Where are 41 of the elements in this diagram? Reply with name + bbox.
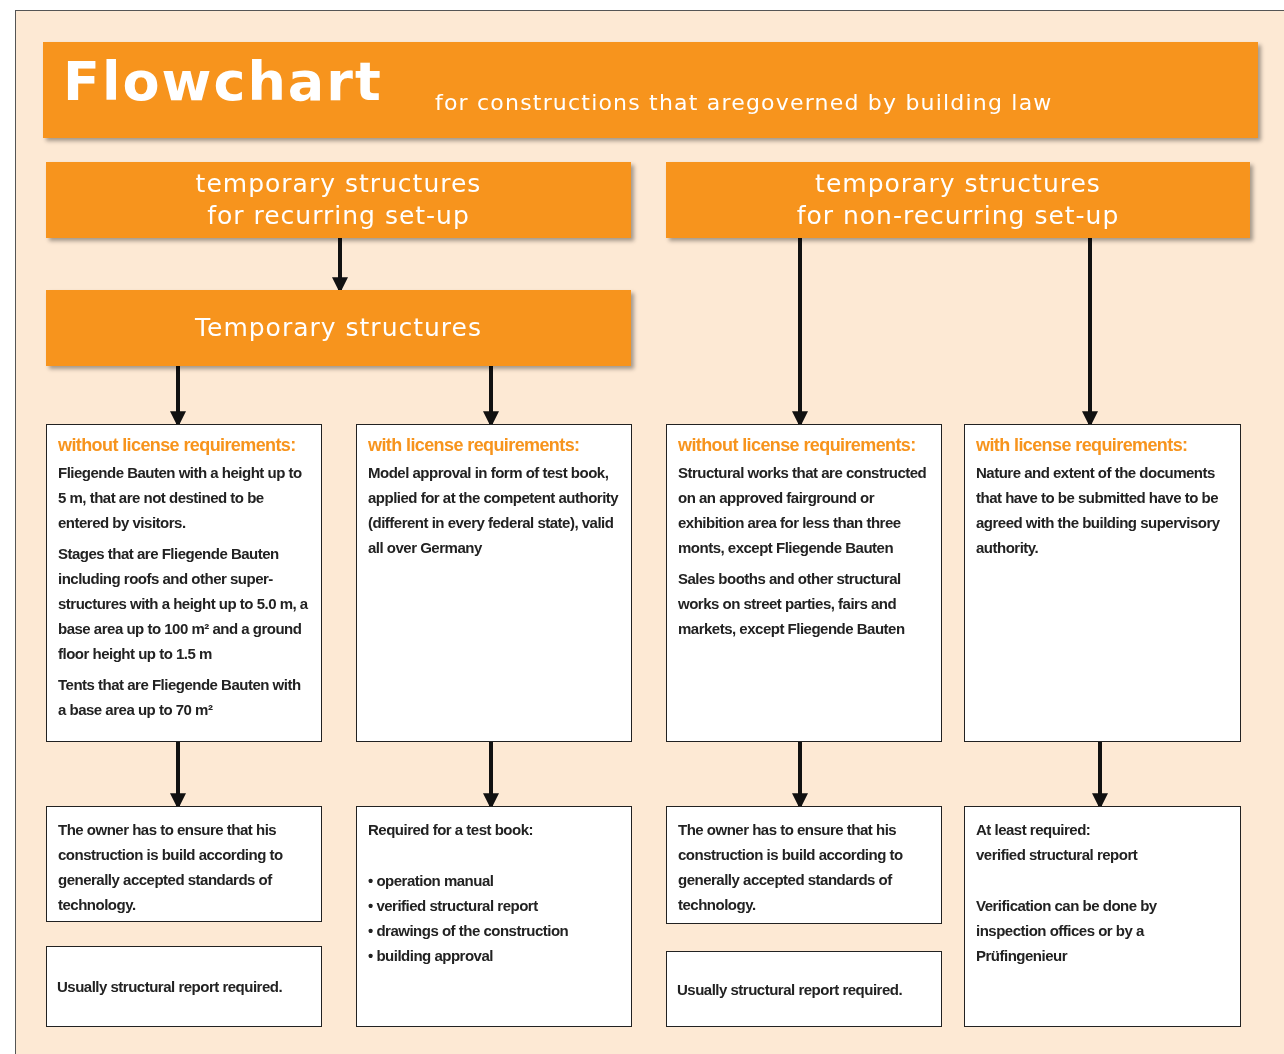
banner-text: temporary structures for non-recurring set-up — [795, 168, 1121, 232]
box-text: Usually structural report required. — [57, 977, 284, 997]
box-text: • verified structural report — [368, 896, 539, 916]
box-text: • drawings of the construction — [368, 921, 570, 941]
note-box — [666, 951, 942, 1027]
subtitle: for constructions that aregoverned by building law — [435, 90, 1053, 115]
box-heading: without license requirements: — [58, 435, 297, 456]
box-text: Nature and extent of the documents that have to be submitted have to be agreed with the building supervisory authority. — [976, 463, 1221, 558]
note-box — [46, 946, 322, 1027]
box-text: verified structural report — [976, 845, 1139, 865]
box-text: The owner has to ensure that his construction is build according to generally accepted standards of technology. — [678, 820, 904, 915]
box-text: The owner has to ensure that his construction is build according to generally accepted standards of technology. — [58, 820, 284, 915]
requirement-note-box — [964, 806, 1241, 1027]
box-text: Required for a test book: — [368, 820, 535, 840]
requirement-box — [46, 424, 322, 742]
banner-text: Temporary structures — [194, 312, 483, 344]
banner-text: temporary structures for recurring set-up — [194, 168, 483, 232]
box-heading: with license requirements: — [976, 435, 1189, 456]
box-text: Structural works that are constructed on an approved fairground or exhibition area for less than three monts, except Fliegende Bauten — [678, 463, 928, 558]
box-text: Tents that are Fliegende Bauten with a base area up to 70 m² — [58, 675, 302, 720]
requirement-box — [964, 424, 1241, 742]
box-text: Verification can be done by inspection offices or by a Prüfingenieur — [976, 896, 1158, 966]
box-heading: with license requirements: — [368, 435, 581, 456]
requirement-box — [666, 424, 942, 742]
box-text: • operation manual — [368, 871, 495, 891]
document-list-box — [356, 806, 632, 1027]
obligation-box — [666, 806, 942, 924]
category-banner — [46, 290, 631, 366]
diagram-title: Flowchart — [63, 50, 383, 113]
box-text: Sales booths and other structural works on street parties, fairs and markets, except Fliegende Bauten — [678, 569, 906, 639]
category-banner — [666, 162, 1250, 238]
obligation-box — [46, 806, 322, 922]
requirement-box — [356, 424, 632, 742]
box-heading: without license requirements: — [678, 435, 917, 456]
box-text: • building approval — [368, 946, 494, 966]
category-banner — [46, 162, 631, 238]
box-text: Usually structural report required. — [677, 979, 904, 1000]
box-text: Stages that are Fliegende Bauten including roofs and other super-structures with a height up to 5.0 m, a base area up to 100 m² and a ground floor height up to 1.5 m — [58, 544, 309, 664]
box-text: At least required: — [976, 820, 1092, 840]
box-text: Model approval in form of test book, applied for at the competent authority (different in every federal state), valid all over Germany — [368, 463, 620, 558]
box-text: Fliegende Bauten with a height up to 5 m, that are not destined to be entered by visitors. — [58, 463, 303, 533]
